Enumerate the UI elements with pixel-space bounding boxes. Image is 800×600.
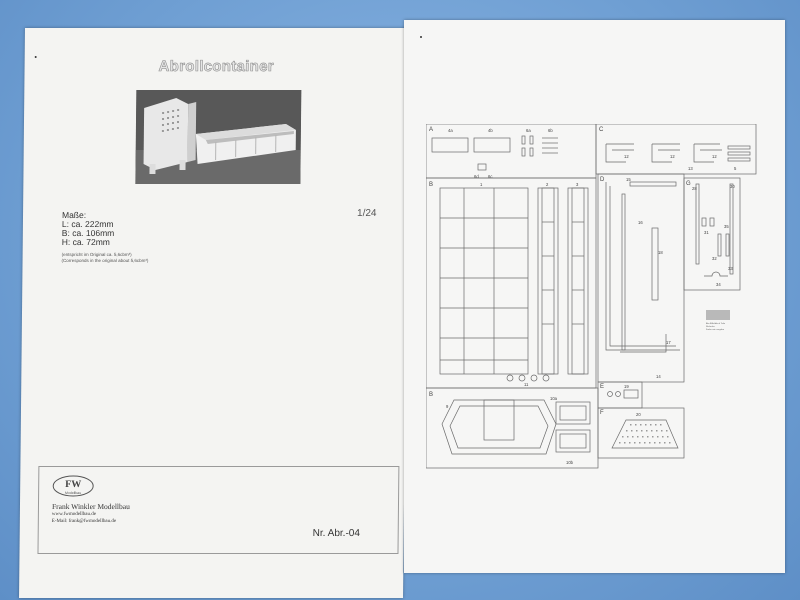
section-label-e: E (600, 384, 604, 390)
volume-notes: (entspricht im Original ca. 5,6cbm³) (Co… (62, 252, 149, 263)
part-label: 16 (638, 220, 643, 225)
logo-subtext: Modellbau (65, 491, 81, 495)
part-label: 2 (546, 182, 549, 187)
part-label: 6d (474, 174, 479, 179)
swatch-note-1: Alu-Riffelblech Teile (706, 322, 726, 325)
part-label: 30 (730, 184, 735, 189)
part-label: 14 (656, 374, 661, 379)
part-label: 18 (658, 250, 663, 255)
part-label: 6b (548, 128, 553, 133)
company-website: www.fwmodellbau.de (51, 512, 97, 517)
part-label: 4b (488, 128, 493, 133)
registration-mark (34, 56, 37, 58)
parts-plate: Alu-Riffelblech Teile Riefenlnr Farbe wi… (426, 124, 757, 469)
company-name: Frank Winkler Modellbau (51, 502, 130, 511)
section-d-frame (597, 173, 685, 383)
swatch-note-3: Farbe wie vorgabe (706, 328, 725, 331)
swatch-note-2: Riefenlnr (706, 325, 715, 328)
part-label: 3 (576, 182, 579, 187)
part-label: 6c (488, 174, 492, 179)
section-b-frame (426, 177, 597, 389)
section-f-frame (597, 407, 685, 459)
part-label: 10b (566, 460, 574, 465)
part-label: 12 (712, 154, 717, 159)
article-number: Nr. Abr.-04 (312, 528, 360, 539)
part-label: 31 (704, 230, 709, 235)
section-label-b2: B (429, 392, 433, 398)
section-g-frame (683, 177, 741, 291)
cover-sheet: Abrollcontainer 1/24 Maße: L: ca. (19, 28, 409, 598)
part-label: 4a (448, 128, 453, 133)
part-label: 17 (666, 340, 671, 345)
part-label: 34 (716, 282, 721, 287)
part-label: 5 (734, 166, 737, 171)
company-email: E-Mail: frank@fwmodellbau.de (51, 519, 117, 524)
logo-letters: FW (65, 479, 81, 490)
part-label: 35 (724, 224, 729, 229)
part-label: 11 (524, 382, 529, 387)
part-label: 6a (526, 128, 531, 133)
part-label: 19 (624, 384, 629, 389)
scale-label: 1/24 (356, 208, 377, 219)
height-spec: H: ca. 72mm (61, 237, 110, 247)
section-label-b: B (429, 182, 433, 188)
material-swatch (706, 310, 730, 320)
section-label-g: G (686, 181, 691, 187)
product-photo (135, 90, 302, 184)
part-label: 12 (624, 154, 629, 159)
company-logo: FW Modellbau (52, 475, 94, 497)
company-info: Frank Winkler Modellbau www.fwmodellbau.… (52, 502, 130, 525)
part-label: 32 (712, 256, 717, 261)
part-label: 12 (670, 154, 675, 159)
part-label: 15 (626, 177, 631, 182)
section-label-d: D (600, 177, 605, 183)
kit-title: Abrollcontainer (158, 58, 275, 76)
section-label-a: A (429, 127, 433, 133)
part-label: 13 (688, 166, 693, 171)
part-label: 28 (692, 186, 697, 191)
part-label: 33 (728, 266, 733, 271)
part-label: 9 (446, 404, 449, 409)
part-label: 20 (636, 412, 641, 417)
parts-sheet: Alu-Riffelblech Teile Riefenlnr Farbe wi… (404, 20, 785, 573)
registration-mark (420, 36, 422, 38)
section-label-c: C (599, 127, 604, 133)
part-label: 10a (550, 396, 558, 401)
container-photo-illustration (135, 90, 302, 184)
volume-note-en: (Corresponds in the original about 5,6cb… (61, 257, 149, 263)
dimensions-block: Maße: L: ca. 222mm B: ca. 106mm H: ca. 7… (61, 210, 115, 247)
section-label-f: F (600, 410, 604, 416)
part-label: 1 (480, 182, 483, 187)
